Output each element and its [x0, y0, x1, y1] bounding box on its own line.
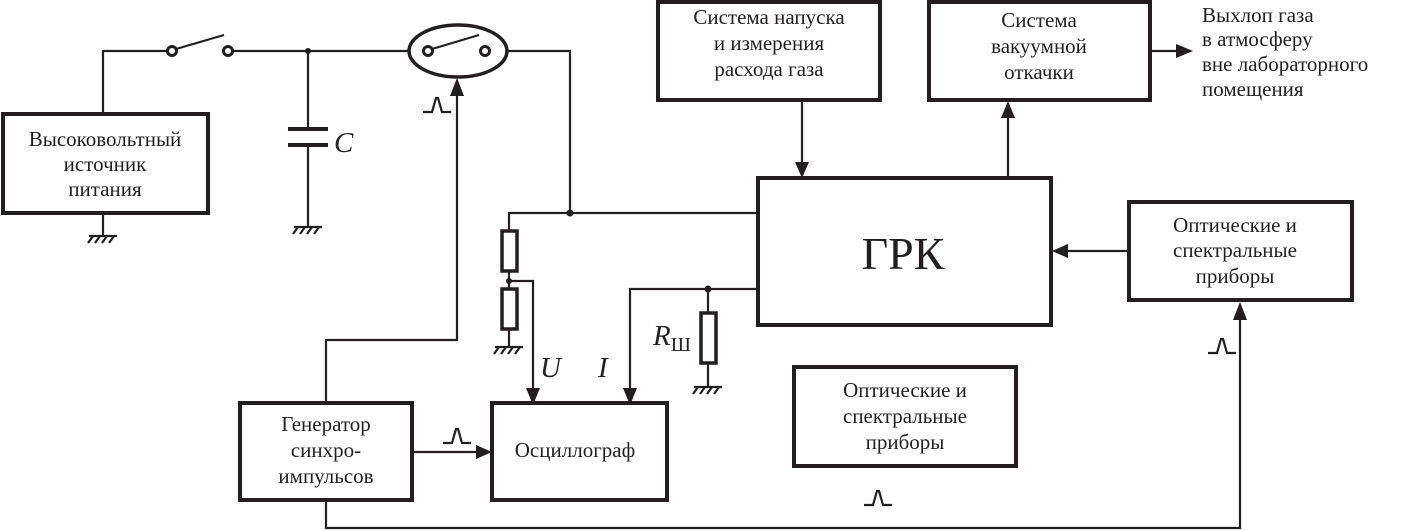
voltage-signal-wire — [509, 279, 535, 392]
resistor-icon — [699, 311, 718, 365]
generator-to-spark-wire — [324, 92, 459, 403]
resistor-icon — [500, 287, 519, 331]
optical-middle-line-1: Оптические и — [843, 378, 967, 402]
oscilloscope-block: Осциллограф — [490, 401, 669, 502]
shunt-resistor-subscript: Ш — [671, 334, 691, 356]
exhaust-line-1: Выхлоп газа — [1202, 3, 1314, 27]
hv-to-switch-wire — [101, 49, 168, 114]
arrow-icon — [1176, 44, 1193, 58]
optical-instruments-right-block: Оптические и спектральные приборы — [1127, 200, 1354, 302]
arrow-icon — [1233, 302, 1247, 320]
spark-gap-switch-icon — [407, 23, 509, 79]
grk-block: ГРК — [756, 176, 1053, 327]
capacitor-label: C — [334, 127, 354, 159]
optical-instruments-middle-block: Оптические и спектральные приборы — [792, 365, 1018, 468]
capacitor-icon — [288, 51, 328, 227]
spark-to-grk-wire — [507, 49, 758, 215]
gas-inlet-line-1: Система напуска — [693, 5, 845, 29]
arrow-icon — [476, 445, 492, 459]
vacuum-block: Система вакуумной откачки — [927, 0, 1152, 102]
arrow-icon — [526, 388, 540, 405]
optical-middle-line-2: спектральные — [843, 404, 967, 428]
vacuum-line-2: вакуумной — [991, 34, 1087, 58]
hv-source-line-3: питания — [68, 177, 142, 201]
ground-icon — [86, 234, 119, 245]
gas-inlet-block: Система напуска и измерения расхода газа — [656, 0, 882, 102]
pulse-icon — [441, 427, 473, 445]
shunt-resistor-label: RШ — [652, 320, 691, 356]
grk-label: ГРК — [862, 228, 945, 279]
exhaust-line-2: в атмосферу — [1202, 27, 1313, 51]
arrow-icon — [795, 162, 809, 178]
resistor-icon — [500, 229, 519, 273]
generator-line-3: импульсов — [278, 464, 373, 488]
shunt-resistor-symbol: R — [652, 320, 671, 352]
vacuum-line-1: Система — [1001, 8, 1077, 32]
sync-pulse-generator-block: Генератор синхро- импульсов — [238, 401, 414, 502]
pulse-icon — [862, 489, 894, 507]
pulse-icon — [1206, 337, 1238, 355]
pulse-icon — [421, 96, 453, 114]
optical-right-line-3: приборы — [1196, 264, 1275, 288]
hv-source-line-1: Высоковольтный — [29, 127, 182, 151]
generator-line-2: синхро- — [291, 438, 361, 462]
divider-wire — [507, 211, 570, 231]
ground-icon — [691, 385, 724, 396]
optical-middle-line-3: приборы — [866, 430, 945, 454]
exhaust-line-4: помещения — [1202, 77, 1304, 101]
oscilloscope-label: Осциллограф — [515, 438, 635, 462]
optical-right-line-2: спектральные — [1173, 238, 1297, 262]
exhaust-line-3: вне лабораторного — [1202, 52, 1368, 76]
ground-icon — [291, 225, 324, 236]
arrow-icon — [450, 78, 464, 96]
exhaust-note: Выхлоп газа в атмосферу вне лабораторног… — [1202, 3, 1368, 101]
current-signal-wire — [628, 287, 758, 392]
hv-source-block: Высоковольтный источник питания — [1, 112, 210, 215]
generator-line-1: Генератор — [281, 412, 371, 436]
arrow-icon — [1052, 244, 1068, 258]
optical-right-line-1: Оптические и — [1173, 213, 1297, 237]
hv-source-line-2: источник — [64, 152, 147, 176]
switch-icon — [166, 33, 234, 57]
gas-inlet-line-2: и измерения — [714, 31, 825, 55]
ground-icon — [492, 345, 525, 356]
arrow-icon — [623, 388, 637, 405]
generator-to-optical-wire — [324, 316, 1242, 530]
vacuum-line-3: откачки — [1004, 60, 1074, 84]
current-label: I — [597, 352, 609, 384]
voltage-label: U — [540, 352, 563, 384]
arrow-icon — [1001, 101, 1015, 118]
gas-inlet-line-3: расхода газа — [714, 57, 824, 81]
